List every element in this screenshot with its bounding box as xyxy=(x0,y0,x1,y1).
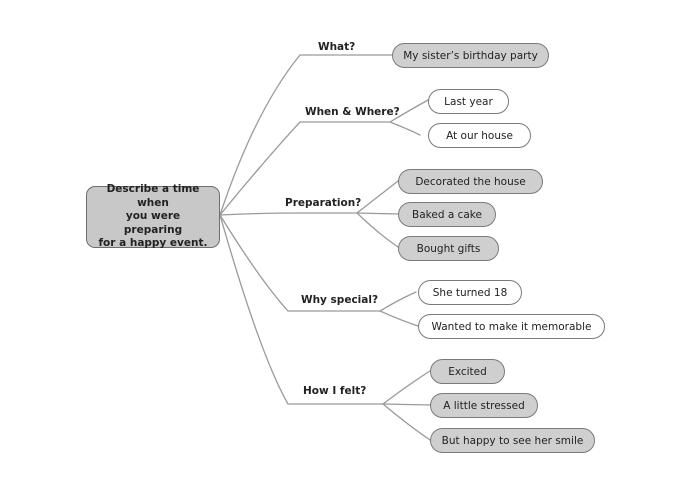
leaf-make-memorable: Wanted to make it memorable xyxy=(418,314,605,339)
leaf-decorated-house: Decorated the house xyxy=(398,169,543,194)
connector-when-leaf-1 xyxy=(389,99,429,123)
leaf-baked-cake: Baked a cake xyxy=(398,202,496,227)
connector-why-special xyxy=(219,214,381,312)
connector-preparation xyxy=(219,212,358,216)
branch-label-how-felt: How I felt? xyxy=(303,385,367,397)
leaf-excited: Excited xyxy=(430,359,505,384)
connector-felt-leaf-2 xyxy=(382,403,431,406)
leaf-birthday-party: My sister’s birthday party xyxy=(392,43,549,68)
branch-label-why-special: Why special? xyxy=(301,294,379,306)
leaf-she-turned-18: She turned 18 xyxy=(418,280,522,305)
connector-why-leaf-2 xyxy=(379,310,419,327)
connector-when-leaf-2 xyxy=(389,121,421,136)
leaf-happy-smile: But happy to see her smile xyxy=(430,428,595,453)
connector-prep-leaf-2 xyxy=(356,212,399,215)
leaf-last-year: Last year xyxy=(428,89,509,114)
root-node: Describe a time when you were preparing … xyxy=(86,183,220,249)
leaf-at-our-house: At our house xyxy=(428,123,531,148)
connector-when-where xyxy=(219,121,391,216)
leaf-little-stressed: A little stressed xyxy=(430,393,538,418)
connector-prep-leaf-1 xyxy=(356,180,399,214)
connector-felt-leaf-1 xyxy=(382,370,431,405)
branch-label-when-where: When & Where? xyxy=(305,106,400,118)
branch-label-preparation: Preparation? xyxy=(285,197,362,209)
connector-prep-leaf-3 xyxy=(356,212,399,248)
connector-how-felt xyxy=(219,214,384,405)
leaf-bought-gifts: Bought gifts xyxy=(398,236,499,261)
connector-what xyxy=(219,54,383,216)
connector-why-leaf-1 xyxy=(379,291,417,312)
branch-label-what: What? xyxy=(318,41,356,53)
connector-felt-leaf-3 xyxy=(382,403,431,441)
